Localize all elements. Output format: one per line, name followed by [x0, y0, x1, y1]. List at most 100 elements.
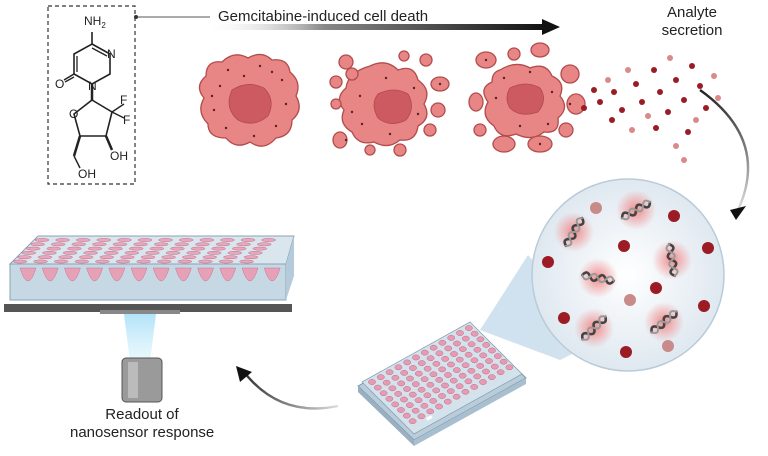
well — [411, 407, 420, 414]
carbonyl-oxygen: O — [55, 77, 64, 91]
well — [152, 267, 170, 282]
well — [86, 267, 103, 282]
well — [236, 242, 251, 247]
well — [411, 381, 420, 387]
well — [71, 242, 87, 247]
well — [388, 385, 397, 392]
well — [408, 391, 417, 398]
well — [206, 251, 222, 255]
well — [368, 379, 376, 385]
well — [25, 246, 41, 251]
hydroxyl-1: OH — [110, 149, 128, 163]
well — [394, 364, 403, 371]
well — [46, 246, 62, 251]
well — [75, 238, 91, 242]
nanosensor-magnified-view — [531, 178, 725, 372]
well — [461, 335, 470, 342]
well — [432, 387, 441, 394]
well — [438, 366, 447, 373]
ring-oxygen: O — [69, 107, 78, 121]
well — [199, 238, 215, 242]
well — [156, 259, 172, 264]
well — [476, 336, 485, 343]
well — [99, 255, 115, 260]
well — [402, 412, 411, 419]
plate-reader-detector — [121, 314, 163, 403]
fluorine-1: F — [120, 93, 127, 107]
cell-death-arrow — [205, 19, 560, 35]
well — [103, 251, 119, 255]
well — [435, 350, 444, 357]
well — [420, 349, 429, 356]
well — [455, 383, 464, 390]
well — [438, 393, 446, 399]
well — [453, 340, 461, 347]
well — [117, 238, 132, 242]
well — [435, 377, 444, 383]
well — [441, 356, 450, 362]
well — [470, 330, 479, 337]
well — [417, 413, 426, 420]
well — [231, 246, 247, 251]
well — [426, 355, 435, 362]
well — [435, 403, 443, 410]
well — [485, 358, 493, 364]
well — [382, 379, 391, 386]
well — [452, 393, 461, 400]
well — [41, 267, 59, 282]
well — [50, 242, 66, 247]
well — [161, 255, 176, 260]
well — [248, 251, 263, 255]
well — [455, 356, 464, 363]
well — [62, 251, 78, 255]
well — [423, 365, 432, 372]
well — [417, 360, 426, 366]
well — [409, 365, 417, 371]
well — [476, 363, 485, 369]
well — [444, 372, 452, 378]
well — [423, 392, 432, 399]
well — [261, 238, 276, 242]
well — [124, 251, 140, 255]
well — [158, 238, 173, 242]
well — [42, 251, 57, 255]
well — [55, 238, 70, 242]
secreted-analytes — [581, 55, 721, 163]
well — [447, 335, 456, 341]
well — [397, 380, 406, 387]
well — [78, 255, 94, 260]
well — [464, 325, 473, 331]
well — [429, 398, 438, 404]
well — [420, 376, 429, 383]
well — [202, 255, 218, 260]
cell-fragmented — [468, 42, 586, 153]
well — [215, 242, 231, 247]
well — [240, 238, 256, 242]
well — [429, 344, 438, 351]
well — [449, 377, 458, 384]
well — [87, 246, 103, 251]
well — [219, 267, 237, 282]
well — [385, 395, 394, 402]
well — [95, 259, 110, 264]
cell-death-label: Gemcitabine-induced cell death — [218, 8, 429, 25]
well — [108, 246, 123, 251]
well — [426, 381, 435, 388]
well — [243, 255, 259, 260]
well — [218, 259, 234, 264]
well — [473, 373, 482, 380]
ring-nitrogen-1: N — [107, 47, 116, 61]
gemcitabine-structure: NH2 N N O O F F OH OH — [47, 5, 210, 185]
well — [83, 251, 98, 255]
cell-intact — [198, 53, 300, 147]
well — [444, 345, 453, 352]
well — [175, 267, 192, 282]
well — [441, 382, 449, 389]
hydroxyl-2: OH — [78, 167, 96, 181]
well — [403, 359, 412, 366]
well — [256, 242, 272, 247]
well — [488, 347, 496, 354]
well — [195, 242, 210, 247]
well — [461, 362, 470, 369]
fluorine-2: F — [123, 113, 130, 127]
